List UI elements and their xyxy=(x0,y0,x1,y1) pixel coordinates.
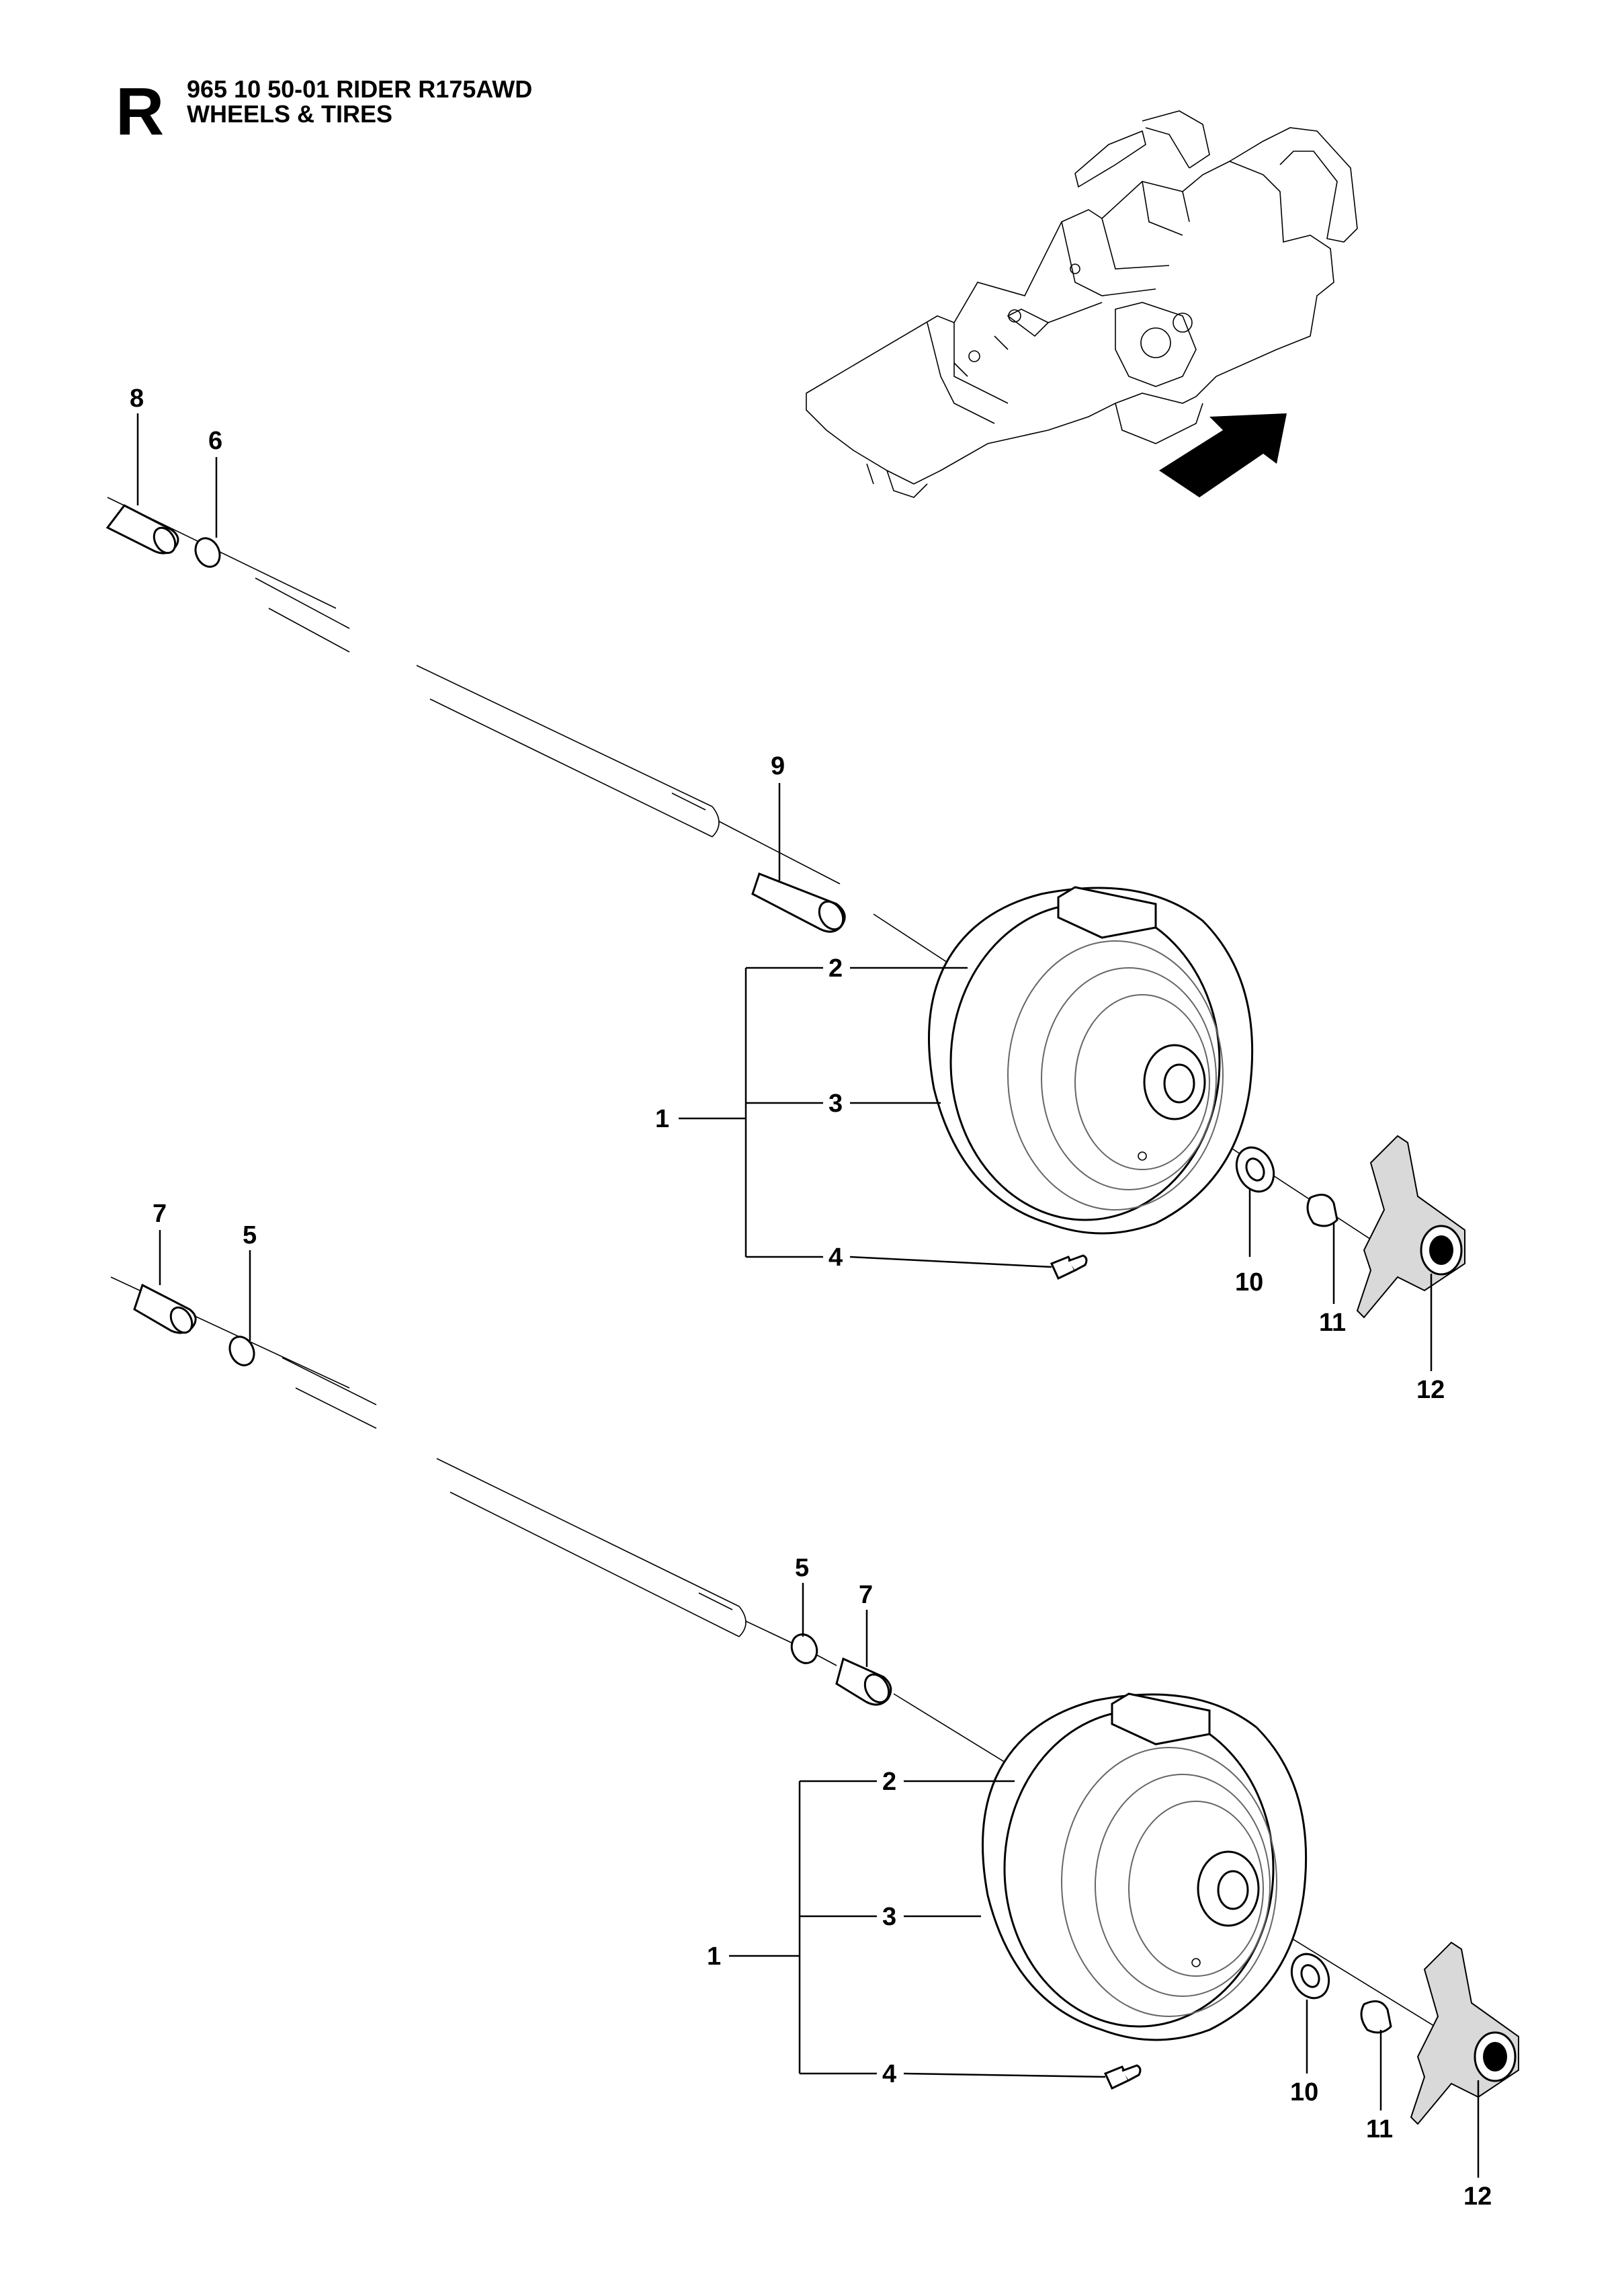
callout-1-b: 1 xyxy=(707,1942,721,1971)
callout-7-b: 7 xyxy=(859,1581,873,1609)
callout-6: 6 xyxy=(208,427,222,455)
callout-10: 10 xyxy=(1235,1268,1263,1297)
part-11-clip xyxy=(1306,1194,1338,1227)
lower-wheel xyxy=(982,1692,1308,2041)
part-7-spacer-b xyxy=(835,1657,892,1706)
part-6-washer xyxy=(194,537,221,568)
part-12-hub-cap-b xyxy=(1410,1941,1519,2125)
diagram-title: 965 10 50-01 RIDER R175AWD xyxy=(187,75,532,103)
part-12-hub-cap xyxy=(1356,1135,1465,1319)
callout-8: 8 xyxy=(130,384,144,413)
diagram-subtitle: WHEELS & TIRES xyxy=(187,100,392,128)
callout-12-b: 12 xyxy=(1463,2182,1492,2211)
callout-3-b: 3 xyxy=(882,1903,896,1931)
part-4-valve-b xyxy=(1103,2064,1142,2090)
lower-assembly: 7 5 5 7 2 3 1 4 10 11 12 xyxy=(110,1200,1519,2211)
arrow-right-up-icon xyxy=(1159,413,1287,497)
callout-9: 9 xyxy=(771,752,785,780)
callout-4: 4 xyxy=(828,1243,843,1272)
callout-10-b: 10 xyxy=(1290,2078,1318,2106)
callout-5-b: 5 xyxy=(795,1554,809,1582)
part-8-spacer xyxy=(105,504,179,555)
callout-11-b: 11 xyxy=(1366,2115,1393,2143)
callout-11: 11 xyxy=(1319,1309,1346,1337)
callout-1: 1 xyxy=(655,1105,669,1133)
section-letter: R xyxy=(116,74,164,149)
callout-2-b: 2 xyxy=(882,1768,896,1796)
callout-5: 5 xyxy=(243,1221,257,1249)
callout-4-b: 4 xyxy=(882,2060,896,2088)
callout-12: 12 xyxy=(1416,1376,1445,1404)
part-5-washer-a xyxy=(228,1336,255,1366)
callout-7: 7 xyxy=(153,1200,167,1228)
part-9-spacer xyxy=(751,872,846,933)
part-7-spacer-a xyxy=(133,1283,197,1334)
upper-wheel xyxy=(928,886,1254,1235)
callout-3: 3 xyxy=(828,1090,843,1118)
upper-assembly: 8 6 9 2 3 1 4 10 11 12 xyxy=(105,384,1465,1404)
part-4-valve xyxy=(1050,1254,1088,1280)
part-5-washer-b xyxy=(790,1633,818,1664)
callout-2: 2 xyxy=(828,954,843,983)
part-11-clip-b xyxy=(1360,2000,1392,2034)
rider-frame-illustration xyxy=(806,110,1358,498)
